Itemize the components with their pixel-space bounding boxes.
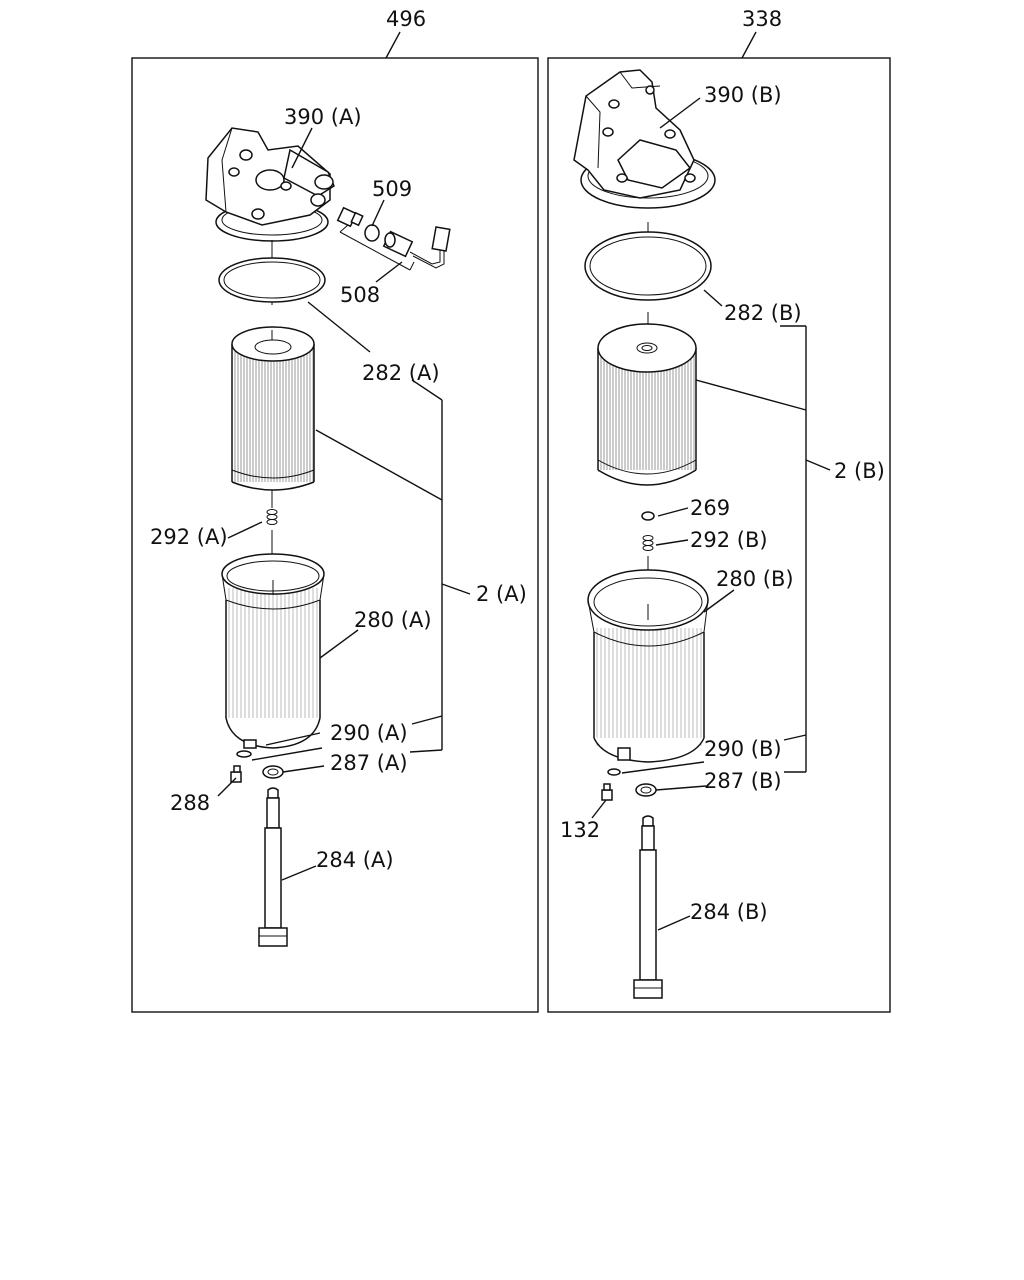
label-plug-b: 132 bbox=[560, 818, 600, 842]
label-sensor-a: 508 bbox=[340, 283, 380, 307]
label-assembly-b: 2 (B) bbox=[834, 459, 885, 483]
center-bolt-b bbox=[633, 815, 663, 999]
washer-a bbox=[262, 765, 284, 779]
label-bowl-a: 280 (A) bbox=[354, 608, 432, 632]
label-bolt-b: 284 (B) bbox=[690, 900, 768, 924]
label-gasket-a: 282 (A) bbox=[362, 361, 440, 385]
label-washer-a: 287 (A) bbox=[330, 751, 408, 775]
drain-plug-a bbox=[230, 765, 242, 783]
bowl-b bbox=[587, 569, 709, 763]
washer-b bbox=[635, 783, 657, 797]
filter-head-a bbox=[205, 127, 335, 242]
gasket-b bbox=[584, 231, 712, 301]
center-bolt-a bbox=[258, 787, 288, 947]
label-drain-ring-a: 290 (A) bbox=[330, 721, 408, 745]
label-drain-ring-b: 290 (B) bbox=[704, 737, 782, 761]
gasket-a bbox=[218, 257, 326, 303]
label-bowl-b: 280 (B) bbox=[716, 567, 794, 591]
label-sensor-ring-a: 509 bbox=[372, 177, 412, 201]
label-bolt-a: 284 (A) bbox=[316, 848, 394, 872]
water-sensor-a bbox=[336, 206, 451, 271]
label-head-a: 390 (A) bbox=[284, 105, 362, 129]
label-spring-b: 292 (B) bbox=[690, 528, 768, 552]
label-head-b: 390 (B) bbox=[704, 83, 782, 107]
filter-head-b bbox=[573, 69, 716, 209]
panel-b-frame bbox=[547, 57, 891, 1013]
leaders-a bbox=[217, 127, 471, 881]
panel-b-number: 338 bbox=[742, 7, 782, 31]
label-spring-a: 292 (A) bbox=[150, 525, 228, 549]
panel-a-number: 496 bbox=[386, 7, 426, 31]
panel-b: 338 bbox=[547, 7, 891, 1013]
seal-ring-b bbox=[641, 511, 655, 521]
panel-a-frame bbox=[131, 57, 539, 1013]
panel-a: 496 bbox=[131, 7, 539, 1013]
spring-b bbox=[642, 535, 654, 551]
filter-element-b bbox=[597, 323, 697, 486]
bowl-a bbox=[221, 553, 325, 749]
label-plug-a: 288 bbox=[170, 791, 210, 815]
leaders-b bbox=[591, 97, 831, 931]
label-assembly-a: 2 (A) bbox=[476, 582, 527, 606]
drain-ring-a bbox=[236, 750, 252, 758]
filter-element-a bbox=[231, 326, 315, 491]
label-seal-b: 269 bbox=[690, 496, 730, 520]
label-gasket-b: 282 (B) bbox=[724, 301, 802, 325]
label-washer-b: 287 (B) bbox=[704, 769, 782, 793]
spring-a bbox=[266, 509, 278, 525]
drain-ring-b bbox=[607, 768, 621, 776]
drain-plug-b bbox=[601, 783, 613, 801]
